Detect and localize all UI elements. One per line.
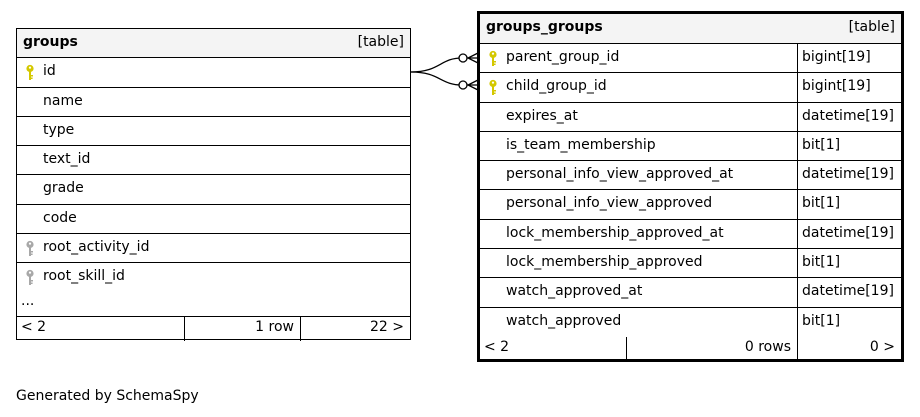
- column-name: lock_membership_approved: [506, 254, 703, 271]
- column-name: personal_info_view_approved: [506, 195, 713, 212]
- parents-link[interactable]: < 2: [484, 338, 510, 355]
- column-row[interactable]: name: [17, 88, 410, 117]
- column-name: personal_info_view_approved_at: [506, 166, 734, 183]
- column-type: bit[1]: [797, 131, 901, 161]
- table-kind: [table]: [848, 19, 895, 35]
- column-row[interactable]: lock_membership_approved bit[1]: [480, 249, 901, 279]
- table-header[interactable]: groups [table]: [17, 29, 410, 59]
- column-name: lock_membership_approved_at: [506, 224, 724, 241]
- primary-key-icon: [26, 65, 34, 81]
- column-name: watch_approved_at: [506, 283, 643, 300]
- foreign-key-icon: [26, 270, 34, 286]
- column-row[interactable]: id: [17, 58, 410, 88]
- column-name: type: [43, 121, 75, 138]
- column-type: datetime[19]: [797, 161, 901, 190]
- column-name: parent_group_id: [506, 49, 620, 65]
- table-name: groups_groups: [486, 19, 603, 35]
- table-header[interactable]: groups_groups [table]: [480, 14, 901, 44]
- relationship-id-parent: [410, 57, 480, 73]
- column-type: datetime[19]: [797, 278, 901, 307]
- column-row[interactable]: root_activity_id: [17, 234, 410, 264]
- column-name: root_activity_id: [43, 239, 150, 256]
- column-row[interactable]: parent_group_id bigint[19]: [480, 44, 901, 74]
- column-row[interactable]: expires_at datetime[19]: [480, 102, 901, 132]
- column-row[interactable]: root_skill_id: [17, 263, 410, 292]
- column-name: watch_approved: [506, 312, 622, 329]
- row-count: 0 rows: [626, 336, 797, 361]
- column-row[interactable]: watch_approved bit[1]: [480, 307, 901, 337]
- column-row[interactable]: child_group_id bigint[19]: [480, 73, 901, 103]
- table-nav: < 2 1 row 22 >: [17, 316, 410, 341]
- crowfoot-many-icon: [466, 79, 479, 91]
- column-type: bit[1]: [797, 190, 901, 219]
- column-name: code: [43, 209, 77, 226]
- children-link[interactable]: 22 >: [300, 316, 410, 341]
- column-name: name: [43, 92, 83, 109]
- column-type: bit[1]: [797, 249, 901, 278]
- column-type: bit[1]: [797, 307, 901, 337]
- table-nav: < 2 0 rows 0 >: [480, 336, 901, 361]
- zero-marker-icon: [458, 53, 468, 63]
- children-link[interactable]: 0 >: [797, 336, 901, 361]
- column-name: root_skill_id: [43, 268, 125, 285]
- column-type: bigint[19]: [797, 44, 901, 73]
- column-name: grade: [43, 180, 84, 197]
- column-row[interactable]: is_team_membership bit[1]: [480, 131, 901, 162]
- column-row[interactable]: personal_info_view_approved bit[1]: [480, 190, 901, 220]
- column-type: datetime[19]: [797, 219, 901, 249]
- more-columns-row: ...: [17, 293, 410, 317]
- column-name: child_group_id: [506, 78, 607, 95]
- relationship-id-child: [410, 71, 480, 86]
- column-name: expires_at: [506, 107, 578, 124]
- column-row[interactable]: text_id: [17, 146, 410, 176]
- column-row[interactable]: type: [17, 117, 410, 147]
- parents-link[interactable]: < 2: [21, 318, 47, 335]
- column-type: bigint[19]: [797, 73, 901, 102]
- table-kind: [table]: [357, 34, 404, 50]
- column-type: datetime[19]: [797, 102, 901, 131]
- crowfoot-many-icon: [466, 52, 479, 64]
- column-row[interactable]: code: [17, 205, 410, 235]
- foreign-key-icon: [26, 240, 34, 257]
- zero-marker-icon: [458, 80, 468, 90]
- primary-key-icon: [489, 50, 497, 66]
- column-name: text_id: [43, 151, 91, 168]
- column-row[interactable]: watch_approved_at datetime[19]: [480, 278, 901, 308]
- column-name: id: [43, 63, 56, 80]
- table-name: groups: [23, 34, 78, 50]
- column-row[interactable]: grade: [17, 175, 410, 205]
- footer-text: Generated by SchemaSpy: [16, 388, 199, 404]
- ellipsis: ...: [21, 292, 35, 309]
- column-name: is_team_membership: [506, 136, 656, 153]
- primary-key-icon: [489, 80, 497, 96]
- column-row[interactable]: lock_membership_approved_at datetime[19]: [480, 219, 901, 250]
- column-row[interactable]: personal_info_view_approved_at datetime[1…: [480, 161, 901, 191]
- row-count: 1 row: [184, 316, 300, 341]
